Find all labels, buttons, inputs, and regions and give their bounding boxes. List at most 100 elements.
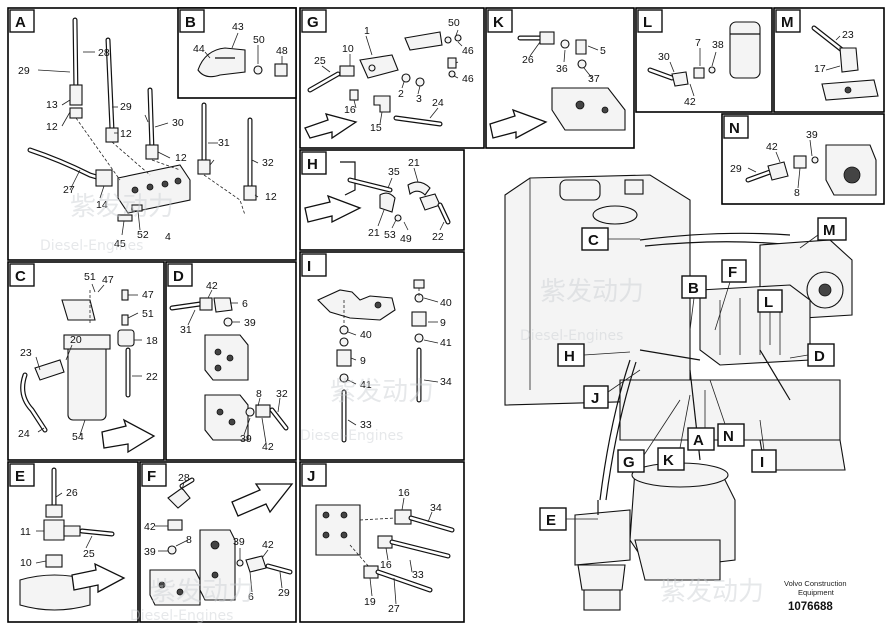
panel-d[interactable]: D 42 6 31 39 8 32 39 42 <box>165 261 297 461</box>
part-2: 2 <box>398 88 404 100</box>
part-7: 7 <box>695 37 701 49</box>
part-9b: 9 <box>360 355 366 367</box>
callout-d[interactable]: D <box>789 343 835 367</box>
svg-text:紫发动力: 紫发动力 <box>70 192 174 222</box>
callout-l[interactable]: L <box>757 289 783 345</box>
panel-h[interactable]: H 35 21 21 53 49 22 <box>299 149 465 251</box>
part-38: 38 <box>712 39 724 51</box>
panel-f[interactable]: F 28 42 8 39 39 42 6 29 <box>139 461 297 623</box>
part-20: 20 <box>70 334 82 346</box>
svg-text:Diesel-Engines: Diesel-Engines <box>300 428 403 444</box>
panel-g[interactable]: G 50 46 1 10 25 2 3 46 16 15 24 <box>299 7 485 149</box>
part-51b: 51 <box>142 308 154 320</box>
panel-j[interactable]: J 16 34 16 33 19 27 <box>299 461 465 623</box>
panel-i[interactable]: I 40 9 41 34 40 9 41 33 <box>299 251 465 461</box>
svg-text:Diesel-Engines: Diesel-Engines <box>40 238 143 254</box>
svg-text:G: G <box>623 454 635 471</box>
overview-callouts[interactable]: C M F B L D H J <box>539 217 847 531</box>
part-42: 42 <box>766 141 778 153</box>
part-12c: 12 <box>175 152 187 164</box>
drawing-number: 1076688 <box>788 601 833 613</box>
part-42: 42 <box>684 96 696 108</box>
part-32: 32 <box>276 388 288 400</box>
part-14: 14 <box>96 199 108 211</box>
part-13: 13 <box>46 99 58 111</box>
part-12: 12 <box>46 121 58 133</box>
callout-i[interactable]: I <box>751 419 777 473</box>
panel-b[interactable]: B 43 44 50 48 <box>177 7 297 99</box>
footer: Volvo Construction Equipment 1076688 <box>784 579 847 613</box>
panel-m-letter: M <box>781 14 794 31</box>
part-42b: 42 <box>262 539 274 551</box>
part-42: 42 <box>144 521 156 533</box>
svg-text:紫发动力: 紫发动力 <box>540 277 644 307</box>
part-42: 42 <box>206 280 218 292</box>
part-51: 51 <box>84 271 96 283</box>
panel-b-letter: B <box>185 14 196 31</box>
part-4: 4 <box>165 231 171 243</box>
panel-d-letter: D <box>173 268 184 285</box>
part-22: 22 <box>432 231 444 243</box>
part-47b: 47 <box>142 289 154 301</box>
callout-m[interactable]: M <box>799 217 847 249</box>
part-29b: 29 <box>120 101 132 113</box>
part-29: 29 <box>278 587 290 599</box>
part-53: 53 <box>384 229 396 241</box>
panel-c[interactable]: C 51 47 47 51 23 20 18 22 24 54 <box>7 261 165 461</box>
panel-n[interactable]: N 42 39 29 8 <box>721 113 885 205</box>
svg-text:Diesel-Engines: Diesel-Engines <box>130 608 233 624</box>
part-10: 10 <box>342 43 354 55</box>
callout-k[interactable]: K <box>657 394 691 471</box>
part-16: 16 <box>344 104 356 116</box>
part-30: 30 <box>172 117 184 129</box>
callout-g[interactable]: G <box>617 399 681 473</box>
part-9: 9 <box>440 317 446 329</box>
callout-e[interactable]: E <box>539 507 598 531</box>
panel-c-letter: C <box>15 268 26 285</box>
callout-c[interactable]: C <box>581 227 640 251</box>
part-17: 17 <box>814 63 826 75</box>
part-10: 10 <box>20 557 32 569</box>
part-39: 39 <box>144 546 156 558</box>
part-54: 54 <box>72 431 84 443</box>
panel-l[interactable]: L 30 7 38 42 <box>635 7 773 113</box>
callout-n[interactable]: N <box>709 379 745 447</box>
panel-e[interactable]: E 26 11 25 10 <box>7 461 139 623</box>
part-6: 6 <box>248 591 254 603</box>
footer-brand: Volvo Construction <box>784 579 847 588</box>
watermark: 紫发动力 Diesel-Engines 紫发动力 Diesel-Engines … <box>40 192 764 624</box>
callout-b[interactable]: B <box>681 275 707 331</box>
part-6: 6 <box>242 298 248 310</box>
callout-j[interactable]: J <box>583 369 641 409</box>
panel-k[interactable]: K 26 5 36 37 <box>485 7 635 149</box>
part-40: 40 <box>440 297 452 309</box>
svg-text:J: J <box>591 390 599 407</box>
panel-n-letter: N <box>729 120 740 137</box>
part-37: 37 <box>588 73 600 85</box>
part-39: 39 <box>244 317 256 329</box>
svg-text:Diesel-Engines: Diesel-Engines <box>520 328 623 344</box>
part-31: 31 <box>180 324 192 336</box>
part-34: 34 <box>440 376 452 388</box>
callout-h[interactable]: H <box>557 343 631 367</box>
part-12d: 12 <box>265 191 277 203</box>
part-52: 52 <box>137 229 149 241</box>
svg-text:A: A <box>693 432 704 449</box>
callout-a[interactable]: A <box>687 390 715 451</box>
part-34: 34 <box>430 502 442 514</box>
part-43: 43 <box>232 21 244 33</box>
part-8: 8 <box>794 187 800 199</box>
part-27: 27 <box>388 603 400 615</box>
footer-brand-2: Equipment <box>798 588 835 597</box>
svg-text:C: C <box>588 232 599 249</box>
part-19: 19 <box>364 596 376 608</box>
part-25: 25 <box>314 55 326 67</box>
part-24: 24 <box>432 97 444 109</box>
svg-text:H: H <box>564 348 575 365</box>
callout-f[interactable]: F <box>714 259 747 331</box>
part-45: 45 <box>114 238 126 250</box>
panel-m[interactable]: M 23 17 <box>773 7 885 113</box>
part-46b: 46 <box>462 73 474 85</box>
part-32: 32 <box>262 157 274 169</box>
